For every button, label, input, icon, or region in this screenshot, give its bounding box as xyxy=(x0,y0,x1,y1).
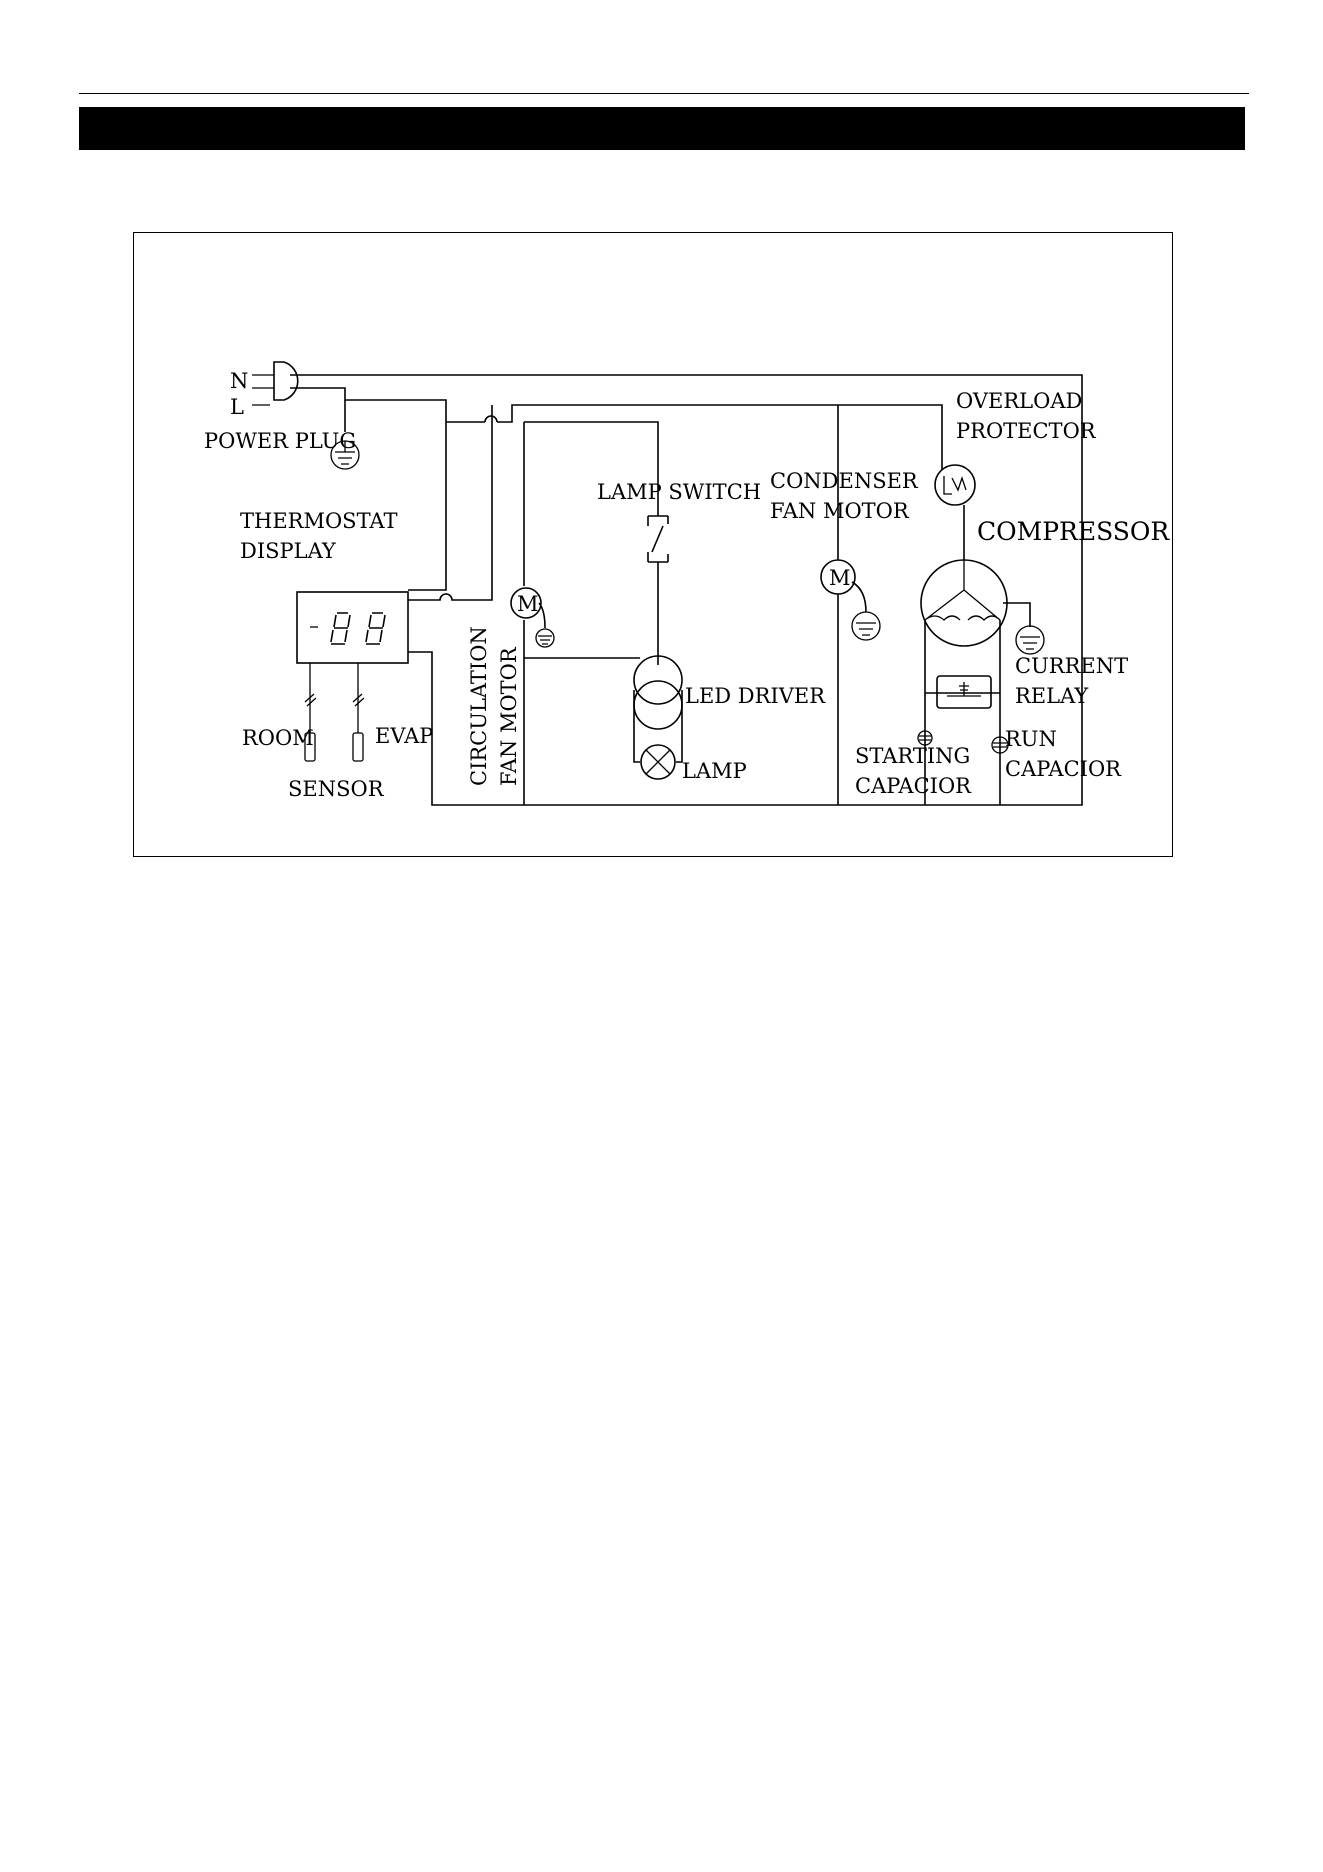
label-protector: PROTECTOR xyxy=(956,419,1097,443)
label-led-driver: LED DRIVER xyxy=(685,684,826,708)
wire-jump-1 xyxy=(485,416,497,422)
motor-m-label-2: M xyxy=(829,566,851,590)
label-power-plug: POWER PLUG xyxy=(204,429,356,453)
wire-cond-ground xyxy=(852,582,866,612)
compressor-ground-icon xyxy=(1016,626,1044,654)
label-lamp: LAMP xyxy=(682,759,747,783)
label-room: ROOM xyxy=(242,726,314,750)
label-run: RUN xyxy=(1005,727,1057,751)
wire-live-rail xyxy=(446,405,942,470)
label-display: DISPLAY xyxy=(240,539,337,563)
condenser-fan-motor-icon: M xyxy=(821,560,855,594)
label-starting: STARTING xyxy=(855,744,970,768)
thermostat-display-icon xyxy=(297,592,408,663)
condenser-ground-icon xyxy=(852,612,880,640)
label-circulation-fan-motor: FAN MOTOR xyxy=(497,646,521,786)
lamp-icon xyxy=(641,745,675,779)
lamp-switch-icon xyxy=(648,516,668,562)
power-plug-icon xyxy=(252,362,345,432)
label-relay: RELAY xyxy=(1015,684,1089,708)
compressor-icon xyxy=(921,560,1007,646)
label-compressor: COMPRESSOR xyxy=(977,517,1170,546)
label-lamp-switch: LAMP SWITCH xyxy=(597,480,761,504)
circulation-ground-icon xyxy=(536,629,554,647)
label-overload: OVERLOAD xyxy=(956,389,1082,413)
label-thermostat: THERMOSTAT xyxy=(240,509,397,533)
label-condenser: CONDENSER xyxy=(770,469,919,493)
current-relay-icon xyxy=(937,676,991,708)
label-starting-capacior: CAPACIOR xyxy=(855,774,972,798)
label-l: L xyxy=(230,395,244,419)
label-evap: EVAP xyxy=(375,724,433,748)
label-run-capacior: CAPACIOR xyxy=(1005,757,1122,781)
wire-lamp-loop xyxy=(634,690,682,762)
circulation-fan-motor-icon: M xyxy=(511,588,541,618)
motor-m-label: M xyxy=(517,592,539,616)
evap-sensor-icon xyxy=(353,663,364,761)
wire-display-feed xyxy=(408,405,492,600)
label-current: CURRENT xyxy=(1015,654,1128,678)
label-n: N xyxy=(230,369,248,393)
label-sensor: SENSOR xyxy=(288,777,385,801)
label-circulation: CIRCULATION xyxy=(467,626,491,786)
label-condenser-fan-motor: FAN MOTOR xyxy=(770,499,910,523)
led-driver-icon xyxy=(634,656,682,729)
overload-protector-icon xyxy=(935,465,975,505)
